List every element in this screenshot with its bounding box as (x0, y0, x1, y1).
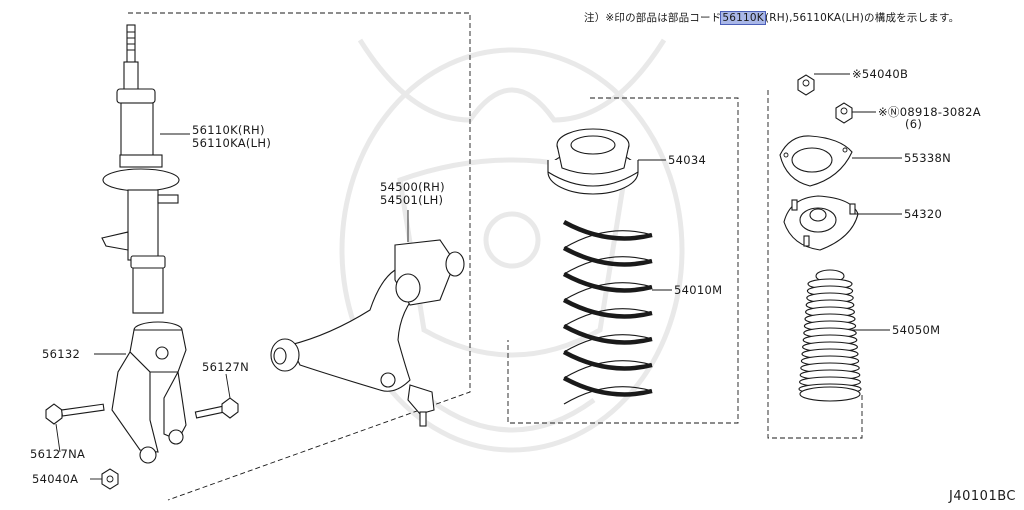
lower-arm[interactable] (270, 239, 465, 427)
label-mount[interactable]: 54320 (904, 207, 943, 221)
spring-coil-back (563, 334, 653, 353)
note-suffix: (RH),56110KA(LH)の構成を示します。 (764, 12, 960, 24)
bolt-56127NA[interactable] (45, 403, 105, 425)
fork-56132[interactable] (111, 321, 187, 464)
shock-absorber-strut[interactable] (101, 24, 180, 314)
nut-54040A[interactable] (101, 468, 119, 490)
spring-coil-front (562, 220, 653, 241)
spring-coil-back (563, 360, 653, 379)
spring-coil-front (562, 324, 653, 345)
label-strut-lh[interactable]: 56110KA(LH) (192, 136, 272, 150)
leader-bolt-b (225, 373, 231, 399)
label-nut-a[interactable]: 54040A (32, 472, 79, 486)
spring-coil-front (562, 298, 653, 319)
label-fork[interactable]: 56132 (42, 347, 81, 361)
spring-coil-back (563, 282, 653, 301)
label-nut-c-qty: (6) (905, 117, 923, 131)
mount-54320[interactable] (783, 195, 859, 251)
label-spring-seat[interactable]: 54034 (668, 153, 707, 167)
label-bolt-a[interactable]: 56127NA (30, 447, 86, 461)
label-plate[interactable]: 55338N (904, 151, 951, 165)
leader-bolt-a (55, 423, 61, 453)
spring-coil-back (563, 230, 653, 249)
plate-55338N[interactable] (779, 135, 853, 187)
label-nut-b[interactable]: ※54040B (852, 67, 909, 81)
label-bolt-b[interactable]: 56127N (202, 360, 249, 374)
spring-coil-front (562, 350, 653, 371)
spring-group-boundary (507, 97, 739, 424)
spring-coil-front (562, 376, 653, 397)
spring-coil-back (563, 386, 653, 405)
bound-bumper-54050M[interactable] (798, 269, 862, 402)
spring-seat-54034[interactable] (547, 128, 639, 195)
mount-group-boundary (767, 90, 863, 439)
label-arm-rh[interactable]: 54500(RH) (380, 180, 445, 194)
note-prefix: 注）※印の部品は部品コード (584, 12, 722, 24)
spring-coil-front (562, 272, 653, 293)
strut-assembly-boundary (128, 12, 471, 501)
highlighted-part-code[interactable]: 56110K (720, 11, 766, 25)
nut-54040B[interactable] (797, 74, 815, 96)
spring-coil-front (562, 246, 653, 267)
spring-coil-back (563, 308, 653, 327)
label-nut-c[interactable]: ※Ⓝ08918-3082A (878, 105, 981, 119)
diagram-code: J40101BC (949, 489, 1016, 504)
spring-coil-back (563, 256, 653, 275)
label-bound-bumper[interactable]: 54050M (892, 323, 941, 337)
label-strut-rh[interactable]: 56110K(RH) (192, 123, 265, 137)
label-spring[interactable]: 54010M (674, 283, 723, 297)
bolt-56127N[interactable] (194, 397, 239, 419)
bumper-base (799, 386, 861, 402)
label-arm-lh[interactable]: 54501(LH) (380, 193, 444, 207)
note-text: 注）※印の部品は部品コード56110K(RH),56110KA(LH)の構成を示… (584, 10, 959, 25)
nut-08918-3082A[interactable] (835, 102, 853, 124)
coil-spring-54010M[interactable] (562, 220, 653, 405)
